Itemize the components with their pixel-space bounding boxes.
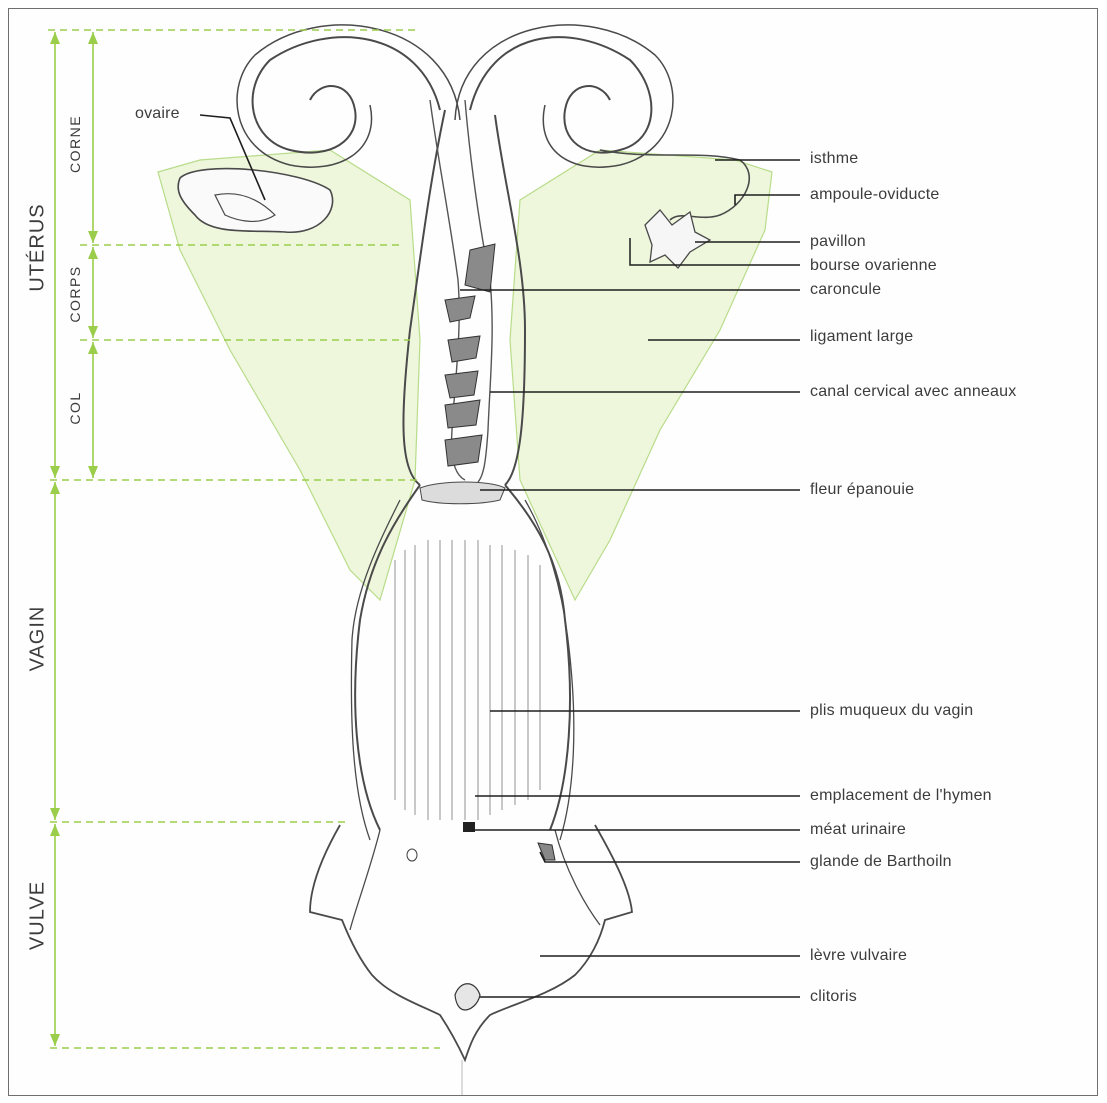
label-fleur-epanouie: fleur épanouie (810, 481, 914, 499)
label-bourse-ovarienne: bourse ovarienne (810, 257, 937, 275)
vulva-outline (310, 825, 632, 1060)
label-meat-urinaire: méat urinaire (810, 821, 906, 839)
label-glande-barthoiln: glande de Barthoiln (810, 853, 952, 871)
clitoris (455, 984, 480, 1010)
label-clitoris: clitoris (810, 988, 857, 1006)
region-label-corps: CORPS (67, 254, 83, 334)
label-plis-muqueux: plis muqueux du vagin (810, 702, 973, 720)
label-ampoule-oviducte: ampoule-oviducte (810, 186, 940, 204)
region-label-vulve: VULVE (27, 866, 50, 966)
label-pavillon: pavillon (810, 233, 866, 251)
ligament-large-right (510, 150, 772, 600)
region-label-uterus: UTÉRUS (27, 198, 50, 298)
label-canal-cervical: canal cervical avec anneaux (810, 383, 1016, 401)
region-label-corne: CORNE (67, 104, 83, 184)
label-ovaire: ovaire (135, 105, 180, 123)
region-label-col: COL (67, 368, 83, 448)
label-ligament-large: ligament large (810, 328, 913, 346)
label-levre-vulvaire: lèvre vulvaire (810, 947, 907, 965)
region-arrowheads (50, 32, 98, 1046)
uterine-horn-left (253, 37, 440, 152)
vaginal-folds (395, 540, 540, 820)
label-hymen: emplacement de l'hymen (810, 787, 992, 805)
label-isthme: isthme (810, 150, 858, 168)
vagina-outline (355, 485, 570, 830)
label-caroncule: caroncule (810, 281, 881, 299)
region-label-vagin: VAGIN (27, 589, 50, 689)
